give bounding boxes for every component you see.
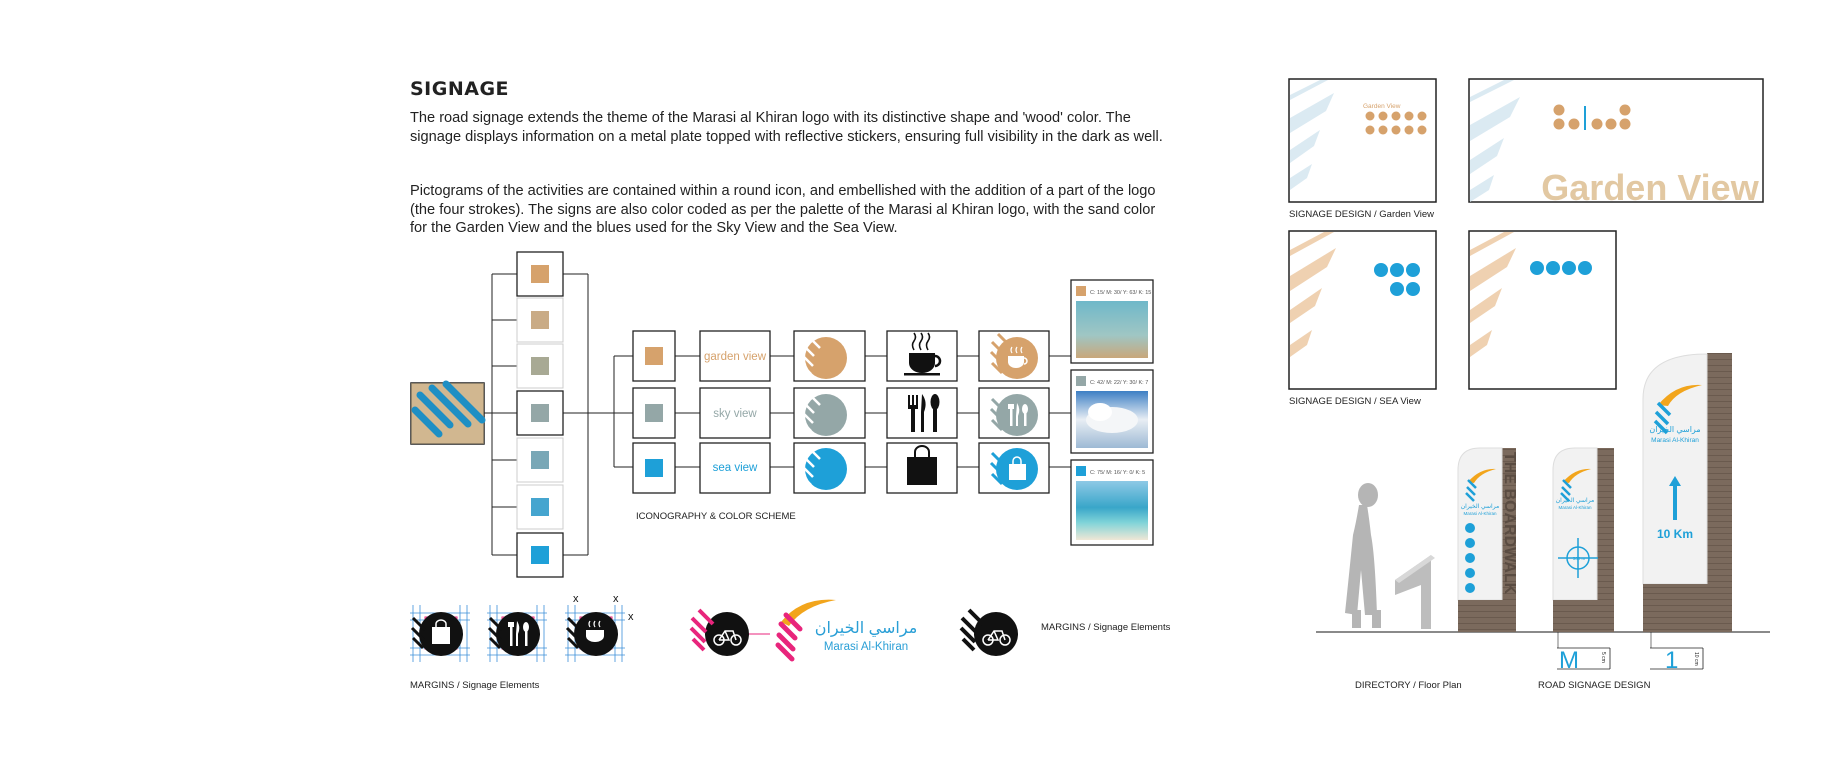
page-title: SIGNAGE bbox=[410, 78, 510, 100]
intro-paragraph: The road signage extends the theme of th… bbox=[410, 110, 1163, 145]
sea-photo-card: C: 75/ M: 16/ Y: 0/ K: 5 bbox=[1070, 459, 1154, 546]
stroke-circle-icon bbox=[798, 333, 847, 490]
boardwalk-logo-latin: Marasi Al-Khiran bbox=[1463, 511, 1497, 516]
dimension-m-unit: 5 cm bbox=[1600, 652, 1606, 663]
garden-view-label: garden view bbox=[704, 351, 767, 363]
up-arrow-icon bbox=[1669, 476, 1681, 520]
swatch-7 bbox=[531, 546, 549, 564]
garden-sign-large: Garden View bbox=[1468, 78, 1764, 208]
dimension-1 bbox=[1650, 647, 1704, 670]
dimension-m-letter: M bbox=[1559, 647, 1579, 674]
iconography-caption: ICONOGRAPHY & COLOR SCHEME bbox=[636, 511, 796, 522]
pictogram-paragraph: Pictograms of the activities are contain… bbox=[410, 183, 1156, 236]
sand-color-code: C: 15/ M: 30/ Y: 63/ K: 15 bbox=[1090, 290, 1151, 296]
road-large-logo-latin: Marasi Al-Khiran bbox=[1651, 437, 1699, 444]
swatch-6 bbox=[531, 498, 549, 516]
sky-photo-card: C: 42/ M: 22/ Y: 30/ K: 7 bbox=[1070, 369, 1154, 454]
dimension-1-unit: 10 cm bbox=[1693, 652, 1699, 666]
sea-sign-small bbox=[1288, 230, 1437, 390]
garden-large-title: Garden View bbox=[1541, 167, 1759, 208]
dimension-1-letter: 1 bbox=[1665, 647, 1678, 674]
fork-knife-spoon-icon bbox=[908, 394, 940, 432]
margin-mark-1: x bbox=[573, 593, 579, 605]
road-sign-large: مراسي الخيران Marasi Al-Khiran 10 Km bbox=[1642, 353, 1732, 632]
road-large-logo-arabic: مراسي الخيران bbox=[1649, 425, 1700, 434]
dimension-m bbox=[1557, 647, 1611, 670]
margin-mark-3: x bbox=[628, 611, 634, 623]
swatch-3 bbox=[531, 357, 549, 375]
bicycle-icon-black bbox=[959, 608, 1018, 656]
sea-color-code: C: 75/ M: 16/ Y: 0/ K: 5 bbox=[1090, 470, 1145, 476]
sea-design-caption: SIGNAGE DESIGN / SEA View bbox=[1289, 396, 1421, 407]
garden-small-title: Garden View bbox=[1363, 103, 1401, 110]
garden-swatch bbox=[645, 347, 663, 365]
boardwalk-text: THE BOARDWALK bbox=[1501, 452, 1518, 595]
garden-coffee-circle-icon bbox=[989, 332, 1038, 379]
margin-mark-2: x bbox=[613, 593, 619, 605]
margins-caption-right: MARGINS / Signage Elements bbox=[1041, 622, 1171, 633]
distance-10km: 10 Km bbox=[1657, 527, 1693, 541]
palette-column bbox=[516, 251, 564, 578]
shopping-bag-icon bbox=[907, 445, 937, 485]
margin-grid-icons: x x x bbox=[410, 593, 634, 662]
road-sign-medium: مراسي الخيران Marasi Al-Khiran 300 m bbox=[1552, 447, 1614, 632]
garden-sign-small: Garden View bbox=[1288, 78, 1437, 203]
distance-300m: 300 m bbox=[1573, 556, 1586, 561]
swatch-4 bbox=[531, 404, 549, 422]
swatch-2 bbox=[531, 311, 549, 329]
view-rows bbox=[675, 355, 1071, 468]
boardwalk-logo-arabic: مراسي الخيران bbox=[1461, 503, 1499, 510]
road-medium-logo-latin: Marasi Al-Khiran bbox=[1558, 505, 1592, 510]
swatch-1 bbox=[531, 265, 549, 283]
sea-bag-circle-icon bbox=[989, 448, 1038, 490]
swatch-5 bbox=[531, 451, 549, 469]
sky-swatch bbox=[645, 404, 663, 422]
logo-latin-text: Marasi Al-Khiran bbox=[824, 641, 908, 653]
directory-kiosk bbox=[1395, 555, 1435, 629]
marasi-logo: مراسي الخيران Marasi Al-Khiran bbox=[775, 599, 918, 662]
sea-view-label: sea view bbox=[713, 462, 758, 474]
margins-caption-left: MARGINS / Signage Elements bbox=[410, 680, 540, 691]
bicycle-icon-magenta bbox=[689, 608, 749, 656]
garden-design-caption: SIGNAGE DESIGN / Garden View bbox=[1289, 209, 1434, 220]
coffee-cup-icon bbox=[904, 332, 942, 376]
logo-pattern-image bbox=[410, 380, 486, 445]
road-medium-logo-arabic: مراسي الخيران bbox=[1556, 497, 1594, 504]
color-tree bbox=[484, 273, 633, 556]
sky-view-label: sky view bbox=[713, 408, 757, 420]
person-silhouette bbox=[1345, 483, 1381, 628]
sea-swatch bbox=[645, 459, 663, 477]
sea-sign-medium bbox=[1468, 230, 1617, 390]
directory-caption: DIRECTORY / Floor Plan bbox=[1355, 680, 1462, 691]
road-design-caption: ROAD SIGNAGE DESIGN bbox=[1538, 680, 1651, 691]
sky-color-code: C: 42/ M: 22/ Y: 30/ K: 7 bbox=[1090, 380, 1148, 386]
logo-arabic-text: مراسي الخيران bbox=[815, 620, 918, 638]
sky-cutlery-circle-icon bbox=[989, 394, 1038, 436]
boardwalk-sign: مراسي الخيران Marasi Al-Khiran THE BOARD… bbox=[1457, 447, 1518, 632]
sand-photo-card: C: 15/ M: 30/ Y: 63/ K: 15 bbox=[1070, 279, 1154, 364]
